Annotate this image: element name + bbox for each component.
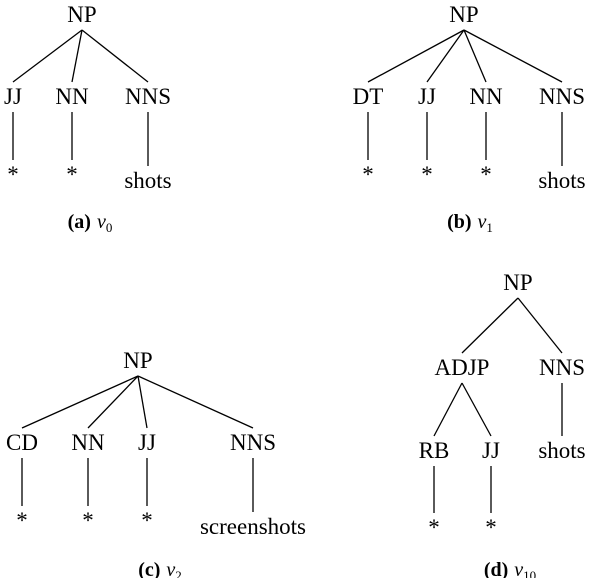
pos-node-jj: JJ [138, 430, 156, 455]
tree-a: NP JJ * NN * NNS shots (a) v0 [4, 2, 172, 235]
word-leaf: shots [124, 168, 171, 193]
caption-subscript: 10 [523, 568, 536, 578]
wildcard-leaf: * [66, 162, 78, 187]
wildcard-leaf: * [82, 508, 94, 533]
pos-node-nn: NN [55, 84, 89, 109]
pos-node-nn: NN [469, 84, 503, 109]
tree-edge [426, 29, 465, 83]
wildcard-leaf: * [362, 162, 374, 187]
caption-label: (c) [138, 559, 160, 578]
caption-label: (d) [484, 559, 508, 578]
caption-subscript: 2 [175, 568, 182, 578]
tree-edge [137, 375, 254, 429]
word-leaf: shots [538, 168, 585, 193]
caption-label: (a) [68, 211, 91, 233]
caption-d: (d) v10 [484, 559, 536, 578]
caption-variable: v [166, 559, 175, 578]
caption-label: (b) [447, 211, 471, 233]
caption-variable: v [514, 559, 523, 578]
wildcard-leaf: * [7, 162, 19, 187]
tree-edge [463, 29, 563, 83]
pos-node-np: NP [67, 2, 96, 27]
tree-edge [433, 382, 463, 437]
pos-node-nns: NNS [539, 84, 585, 109]
tree-edge [21, 375, 139, 429]
pos-node-np: NP [123, 348, 152, 373]
word-leaf: screenshots [200, 514, 306, 539]
tree-d: NP ADJP RB * JJ * NNS shots (d) v10 [419, 270, 586, 578]
pos-node-nns: NNS [539, 355, 585, 380]
pos-node-dt: DT [353, 84, 384, 109]
tree-c: NP CD * NN * JJ * NNS screenshots (c) v2 [6, 348, 306, 578]
wildcard-leaf: * [141, 508, 153, 533]
pos-node-nns: NNS [125, 84, 171, 109]
tree-edge [367, 29, 465, 83]
word-leaf: shots [538, 438, 585, 463]
pos-node-np: NP [503, 270, 532, 295]
pos-node-np: NP [449, 2, 478, 27]
wildcard-leaf: * [16, 508, 28, 533]
caption-variable: v [97, 211, 106, 233]
wildcard-leaf: * [421, 162, 433, 187]
tree-edge [461, 382, 492, 437]
caption-c: (c) v2 [138, 559, 182, 578]
pos-node-jj: JJ [482, 438, 500, 463]
tree-edge [71, 29, 83, 83]
pos-node-jj: JJ [4, 84, 22, 109]
wildcard-leaf: * [428, 515, 440, 540]
pos-node-nn: NN [71, 430, 105, 455]
tree-edge [81, 29, 149, 83]
wildcard-leaf: * [485, 515, 497, 540]
caption-subscript: 0 [106, 220, 113, 235]
caption-variable: v [478, 211, 487, 233]
caption-a: (a) v0 [68, 211, 113, 235]
tree-edge [137, 375, 148, 429]
tree-edge [463, 29, 487, 83]
pos-node-adjp: ADJP [435, 355, 490, 380]
tree-b: NP DT * JJ * NN * NNS shots (b) v1 [353, 2, 586, 235]
tree-edge [12, 29, 83, 83]
caption-subscript: 1 [486, 220, 493, 235]
tree-edge [461, 297, 519, 354]
tree-edge [517, 297, 563, 354]
tree-edge [87, 375, 139, 429]
pos-node-rb: RB [419, 438, 450, 463]
caption-b: (b) v1 [447, 211, 493, 235]
wildcard-leaf: * [480, 162, 492, 187]
pos-node-nns: NNS [230, 430, 276, 455]
pos-node-jj: JJ [418, 84, 436, 109]
pos-node-cd: CD [6, 430, 38, 455]
